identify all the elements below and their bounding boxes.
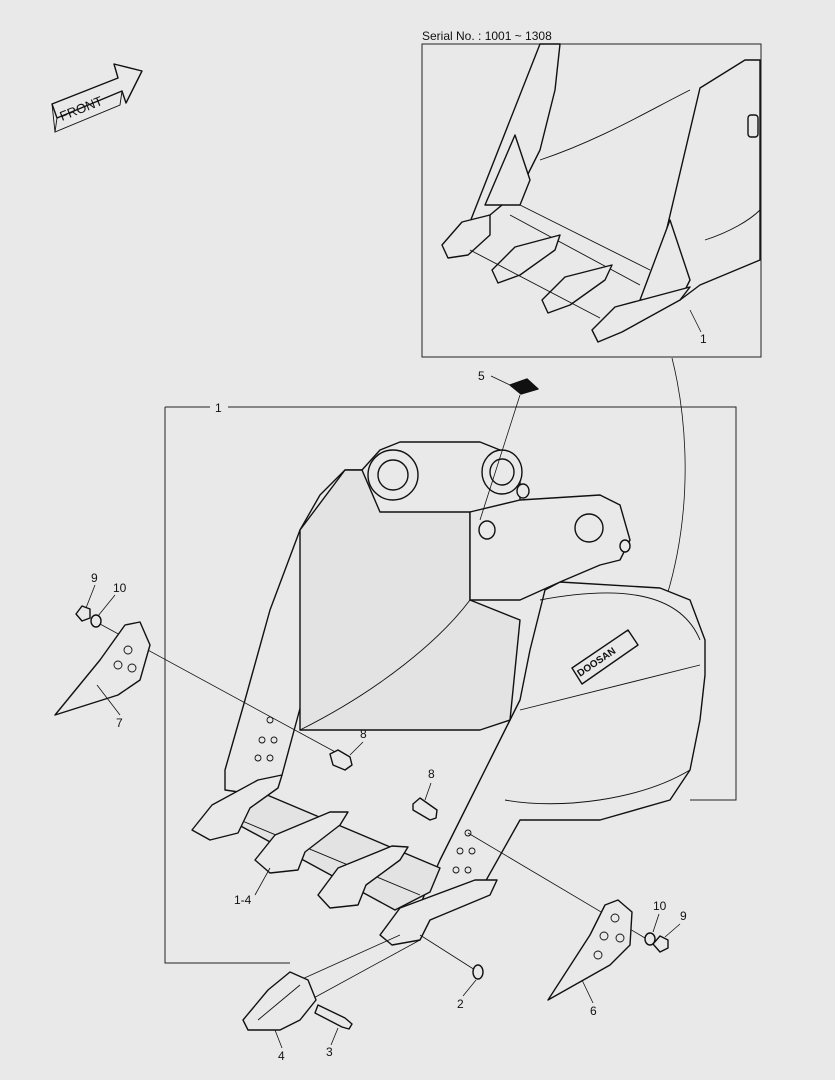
serial-number-label: Serial No. : 1001 ~ 1308	[422, 29, 552, 43]
side-cutter-7	[54, 621, 151, 716]
callout-4: 4	[278, 1049, 285, 1063]
inset-frame	[421, 43, 762, 358]
callout-7: 7	[116, 716, 123, 730]
side-cutter-6	[547, 899, 633, 1001]
callout-10-right: 10	[653, 899, 667, 913]
tooth-1	[191, 774, 283, 841]
callout-9-left: 9	[91, 571, 98, 585]
callout-5: 5	[478, 369, 485, 383]
tooth-point-4	[242, 971, 317, 1031]
callout-2: 2	[457, 997, 464, 1011]
inset-bucket: 1	[441, 43, 761, 346]
tooth-4	[379, 879, 498, 946]
bolt-8-upper: 8	[329, 727, 367, 771]
bolt-8-lower: 8	[412, 767, 438, 821]
inset-callout-1: 1	[700, 332, 707, 346]
main-assembly-frame: 1	[164, 401, 737, 964]
callout-1: 1	[215, 401, 222, 415]
part-2-retainer: 2	[419, 934, 484, 1011]
callout-1-4: 1-4	[234, 893, 252, 907]
callout-8-lower: 8	[428, 767, 435, 781]
nut-9-right	[652, 935, 669, 953]
callout-6: 6	[590, 1004, 597, 1018]
callout-9-right: 9	[680, 909, 687, 923]
bucket-body: DOOSAN	[214, 441, 706, 921]
callout-3: 3	[326, 1045, 333, 1059]
inset-panel: Serial No. : 1001 ~ 1308 1	[421, 29, 762, 358]
front-arrow-icon: FRONT	[51, 63, 143, 133]
washer-10-left	[90, 614, 102, 628]
pin-3	[314, 1004, 353, 1030]
callout-10-left: 10	[113, 581, 127, 595]
washer-10-right	[644, 932, 656, 946]
right-side-cutter-group: 6 10 9	[467, 832, 687, 1018]
left-side-cutter-group: 9 10 7	[54, 571, 351, 761]
tooth-2	[254, 811, 349, 874]
bucket-teeth	[191, 774, 498, 946]
tooth-point-group: 4 3	[242, 934, 421, 1063]
callout-8-upper: 8	[360, 727, 367, 741]
tooth-3	[317, 845, 409, 909]
part-5-key: 5	[478, 369, 539, 521]
nut-9-left	[75, 605, 91, 622]
